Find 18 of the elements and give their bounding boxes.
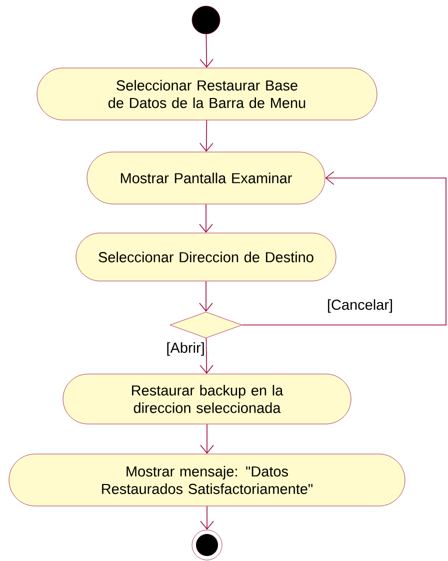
start-node	[192, 6, 220, 34]
arrow	[199, 204, 213, 233]
arrow	[200, 506, 214, 530]
arrow	[200, 424, 214, 454]
arrow	[200, 120, 214, 152]
activity-box: Restaurar backup en la direccion seleccionada	[62, 374, 352, 424]
activity-box: Seleccionar Direccion de Destino	[76, 232, 336, 282]
arrow	[200, 34, 214, 68]
edge-label: [Cancelar]	[326, 298, 394, 314]
arrow	[200, 338, 214, 374]
arrow	[242, 171, 446, 326]
end-node	[192, 530, 222, 560]
activity-box: Mostrar mensaje: "Datos Restaurados Satisfactoriamente"	[8, 454, 406, 506]
arrow	[199, 280, 213, 312]
edge-label: [Abrir]	[165, 341, 206, 357]
decision-diamond	[170, 312, 242, 338]
activity-box: Seleccionar Restaurar Base de Datos de la Barra de Menu	[36, 68, 378, 120]
activity-box: Mostrar Pantalla Examinar	[86, 152, 326, 204]
